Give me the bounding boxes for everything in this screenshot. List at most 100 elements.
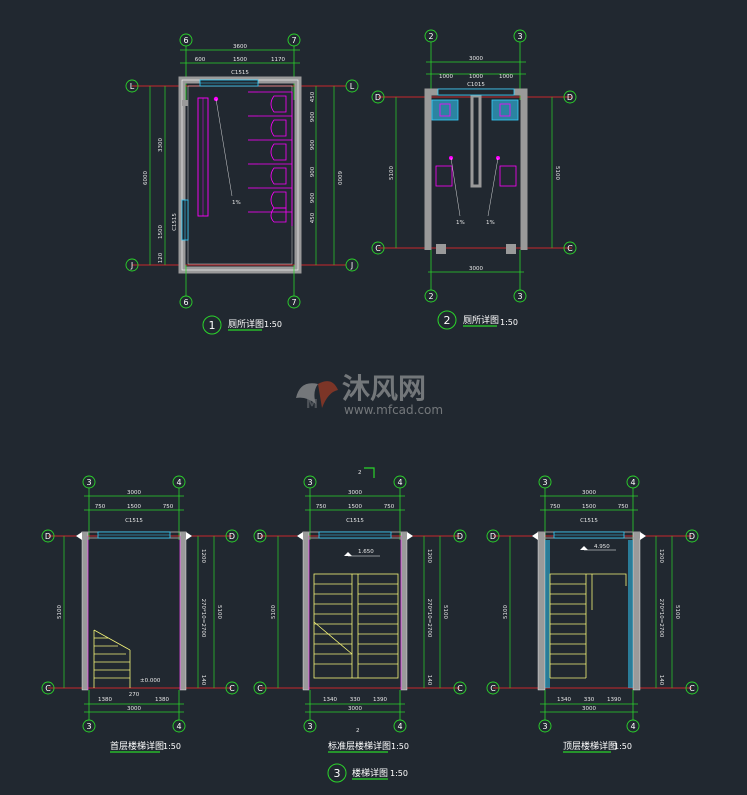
dim-bottom-total: 3000 (582, 706, 596, 712)
window-tag: C1515 (231, 70, 249, 76)
dim-bottom: 330 (350, 697, 361, 703)
dim-total: 3000 (469, 56, 483, 62)
axis-label: 4 (176, 478, 181, 487)
stair-plan-ground: 3 4 3000 750 1500 750 C1515 D C D C 5100… (41, 475, 239, 753)
axis-bubble-left-top (486, 529, 500, 543)
dim-total: 3600 (233, 44, 247, 50)
drawing-number: 2 (444, 314, 451, 327)
dim-right: 1200 (200, 549, 206, 563)
axis-label: D (229, 532, 235, 541)
svg-text:M: M (306, 397, 318, 411)
drawing-title: 厕所详图 (463, 314, 499, 326)
dim-seg: 1500 (233, 57, 247, 63)
axis-label: 2 (428, 292, 433, 301)
axis-label: 3 (517, 32, 522, 41)
dim-left-total: 5100 (57, 605, 63, 619)
stair-wall (302, 531, 310, 691)
axis-label: D (257, 532, 263, 541)
axis-bubble-top-left (82, 475, 96, 489)
window-tag: C1515 (125, 518, 143, 524)
stair-wall (81, 531, 89, 691)
dim-right: 140 (658, 675, 664, 686)
axis-label: 4 (630, 478, 635, 487)
partition-wall (470, 94, 482, 188)
axis-label: 4 (397, 722, 402, 731)
dim-bottom: 330 (584, 697, 595, 703)
axis-label: 7 (291, 298, 296, 307)
axis-label: D (45, 532, 51, 541)
stair-wall (400, 531, 408, 691)
dim-right: 270*10=2700 (200, 599, 206, 638)
axis-label: L (130, 82, 135, 91)
drawing-number-bubble (327, 763, 347, 783)
axis-bubble-left-bottom (41, 681, 55, 695)
dim-left: 1500 (158, 225, 164, 239)
axis-bubble-bottom-left (303, 719, 317, 733)
dim-right: 270*10=2700 (658, 599, 664, 638)
axis-label: 4 (397, 478, 402, 487)
drawing-title: 楼梯详图 (352, 767, 388, 779)
drawing-number: 1 (209, 319, 216, 332)
axis-bubble-top-right (287, 33, 301, 47)
window-tag: C1515 (580, 518, 598, 524)
axis-bubble-bottom-left (424, 289, 438, 303)
dim-bottom: 1340 (557, 697, 571, 703)
axis-bubble-bottom-left (179, 295, 193, 309)
axis-label: 3 (86, 722, 91, 731)
axis-label: C (490, 684, 496, 693)
axis-bubble-left-top (253, 529, 267, 543)
axis-label: 7 (291, 36, 296, 45)
toilet-plan-1: 6 7 3600 600 1500 1170 C1515 L J L J 600… (125, 33, 359, 335)
axis-label: 3 (307, 478, 312, 487)
dim-seg: 1000 (439, 74, 453, 80)
dim-right: 140 (200, 675, 206, 686)
dim-right: 900 (310, 111, 316, 122)
elevation-label: ±0.000 (140, 678, 161, 684)
dim-left-total: 5100 (503, 605, 509, 619)
dim-right: 450 (310, 212, 316, 223)
drawing-title: 厕所详图 (228, 318, 264, 330)
axis-label: C (229, 684, 235, 693)
axis-bubble-top-right (626, 475, 640, 489)
axis-bubble-right-bottom (685, 681, 699, 695)
dim-seg: 600 (195, 57, 206, 63)
axis-bubble-top-right (513, 29, 527, 43)
dim-bottom: 1390 (373, 697, 387, 703)
axis-label: 3 (86, 478, 91, 487)
axis-bubble-left-bottom (125, 258, 139, 272)
stair-wall (632, 531, 641, 691)
axis-label: 3 (542, 478, 547, 487)
axis-label: 6 (183, 298, 188, 307)
squat-toilet (435, 165, 453, 187)
watermark: M 沐风网 www.mfcad.com (296, 372, 443, 417)
axis-label: C (457, 684, 463, 693)
axis-label: J (130, 261, 133, 270)
drawing-title: 顶层楼梯详图 (563, 740, 617, 752)
floor-slope: 1% (232, 200, 241, 206)
axis-label: D (490, 532, 496, 541)
axis-label: 4 (176, 722, 181, 731)
window (437, 88, 515, 96)
drawing-title: 首层楼梯详图 (110, 740, 164, 752)
dim-left: 120 (158, 252, 164, 263)
axis-bubble-left-top (41, 529, 55, 543)
axis-label: C (689, 684, 695, 693)
toilet-stalls (248, 91, 293, 226)
axis-bubble-right-bottom (453, 681, 467, 695)
axis-bubble-top-left (538, 475, 552, 489)
dim-seg: 1000 (499, 74, 513, 80)
axis-bubble-top-left (424, 29, 438, 43)
dim-right: 5100 (674, 605, 680, 619)
axis-bubble-left-bottom (253, 681, 267, 695)
dim-seg: 1170 (271, 57, 285, 63)
dim-right-total: 5100 (554, 166, 560, 180)
toilet-wall (178, 76, 302, 274)
axis-bubble-top-right (393, 475, 407, 489)
axis-label: 3 (542, 722, 547, 731)
floor-slope: 1% (456, 220, 465, 226)
dim-left: 3300 (158, 138, 164, 152)
elevation-label: 4.950 (594, 544, 610, 550)
dim-seg: 750 (618, 504, 629, 510)
axis-bubble-bottom-right (626, 719, 640, 733)
axis-label: 6 (183, 36, 188, 45)
